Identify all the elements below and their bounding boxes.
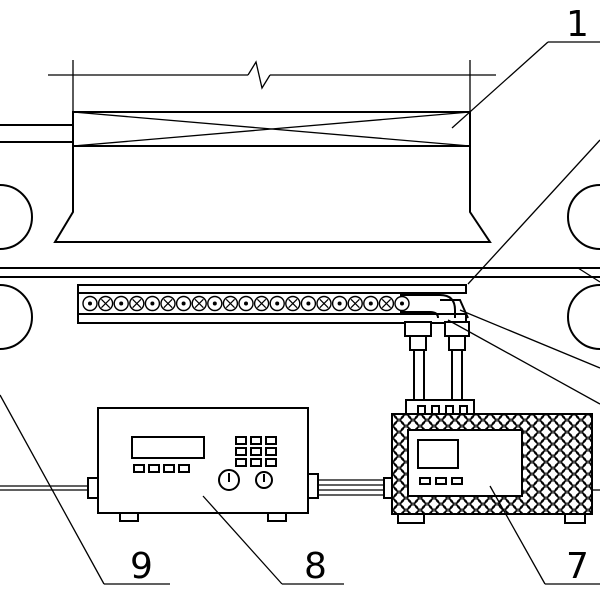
conveyor-belt bbox=[0, 267, 600, 278]
heating-plate bbox=[77, 284, 469, 324]
unit-7-box bbox=[383, 413, 593, 524]
connector-pipes bbox=[404, 321, 475, 415]
coil-tube-cross bbox=[194, 298, 204, 309]
coil-tube-cross bbox=[163, 298, 173, 309]
leader-lines bbox=[0, 41, 600, 585]
coil-tube-cross bbox=[319, 298, 329, 309]
coil-tube-dot bbox=[150, 301, 155, 306]
label-1: 1 bbox=[566, 4, 589, 45]
coil-tube-dot bbox=[400, 301, 404, 306]
coil-tube-dot bbox=[368, 301, 373, 306]
left-rollers bbox=[0, 184, 33, 350]
coil-tube-cross bbox=[288, 298, 298, 309]
label-7: 7 bbox=[566, 546, 589, 587]
coil-tube-dot bbox=[337, 301, 342, 306]
coil-tubes bbox=[82, 295, 410, 312]
coil-tube-dot bbox=[275, 301, 280, 306]
coil-tube-dot bbox=[181, 301, 186, 306]
coil-tube-dot bbox=[88, 301, 92, 306]
break-line bbox=[48, 60, 496, 112]
right-rollers bbox=[567, 184, 600, 350]
coil-tube-dot bbox=[244, 301, 248, 306]
label-9: 9 bbox=[130, 546, 153, 587]
coil-tube-cross bbox=[225, 298, 236, 309]
label-8: 8 bbox=[304, 546, 327, 587]
coil-tube-cross bbox=[381, 298, 392, 309]
coil-tube-cross bbox=[132, 298, 142, 309]
cables bbox=[0, 479, 600, 496]
coil-tube-cross bbox=[256, 298, 267, 309]
upper-assembly bbox=[0, 60, 496, 243]
coil-tube-dot bbox=[212, 301, 217, 306]
coil-tube-cross bbox=[350, 298, 360, 309]
coil-tube-cross bbox=[100, 298, 111, 309]
unit-8-controller bbox=[87, 407, 319, 522]
coil-tube-dot bbox=[119, 301, 124, 306]
coil-tube-dot bbox=[306, 301, 311, 306]
